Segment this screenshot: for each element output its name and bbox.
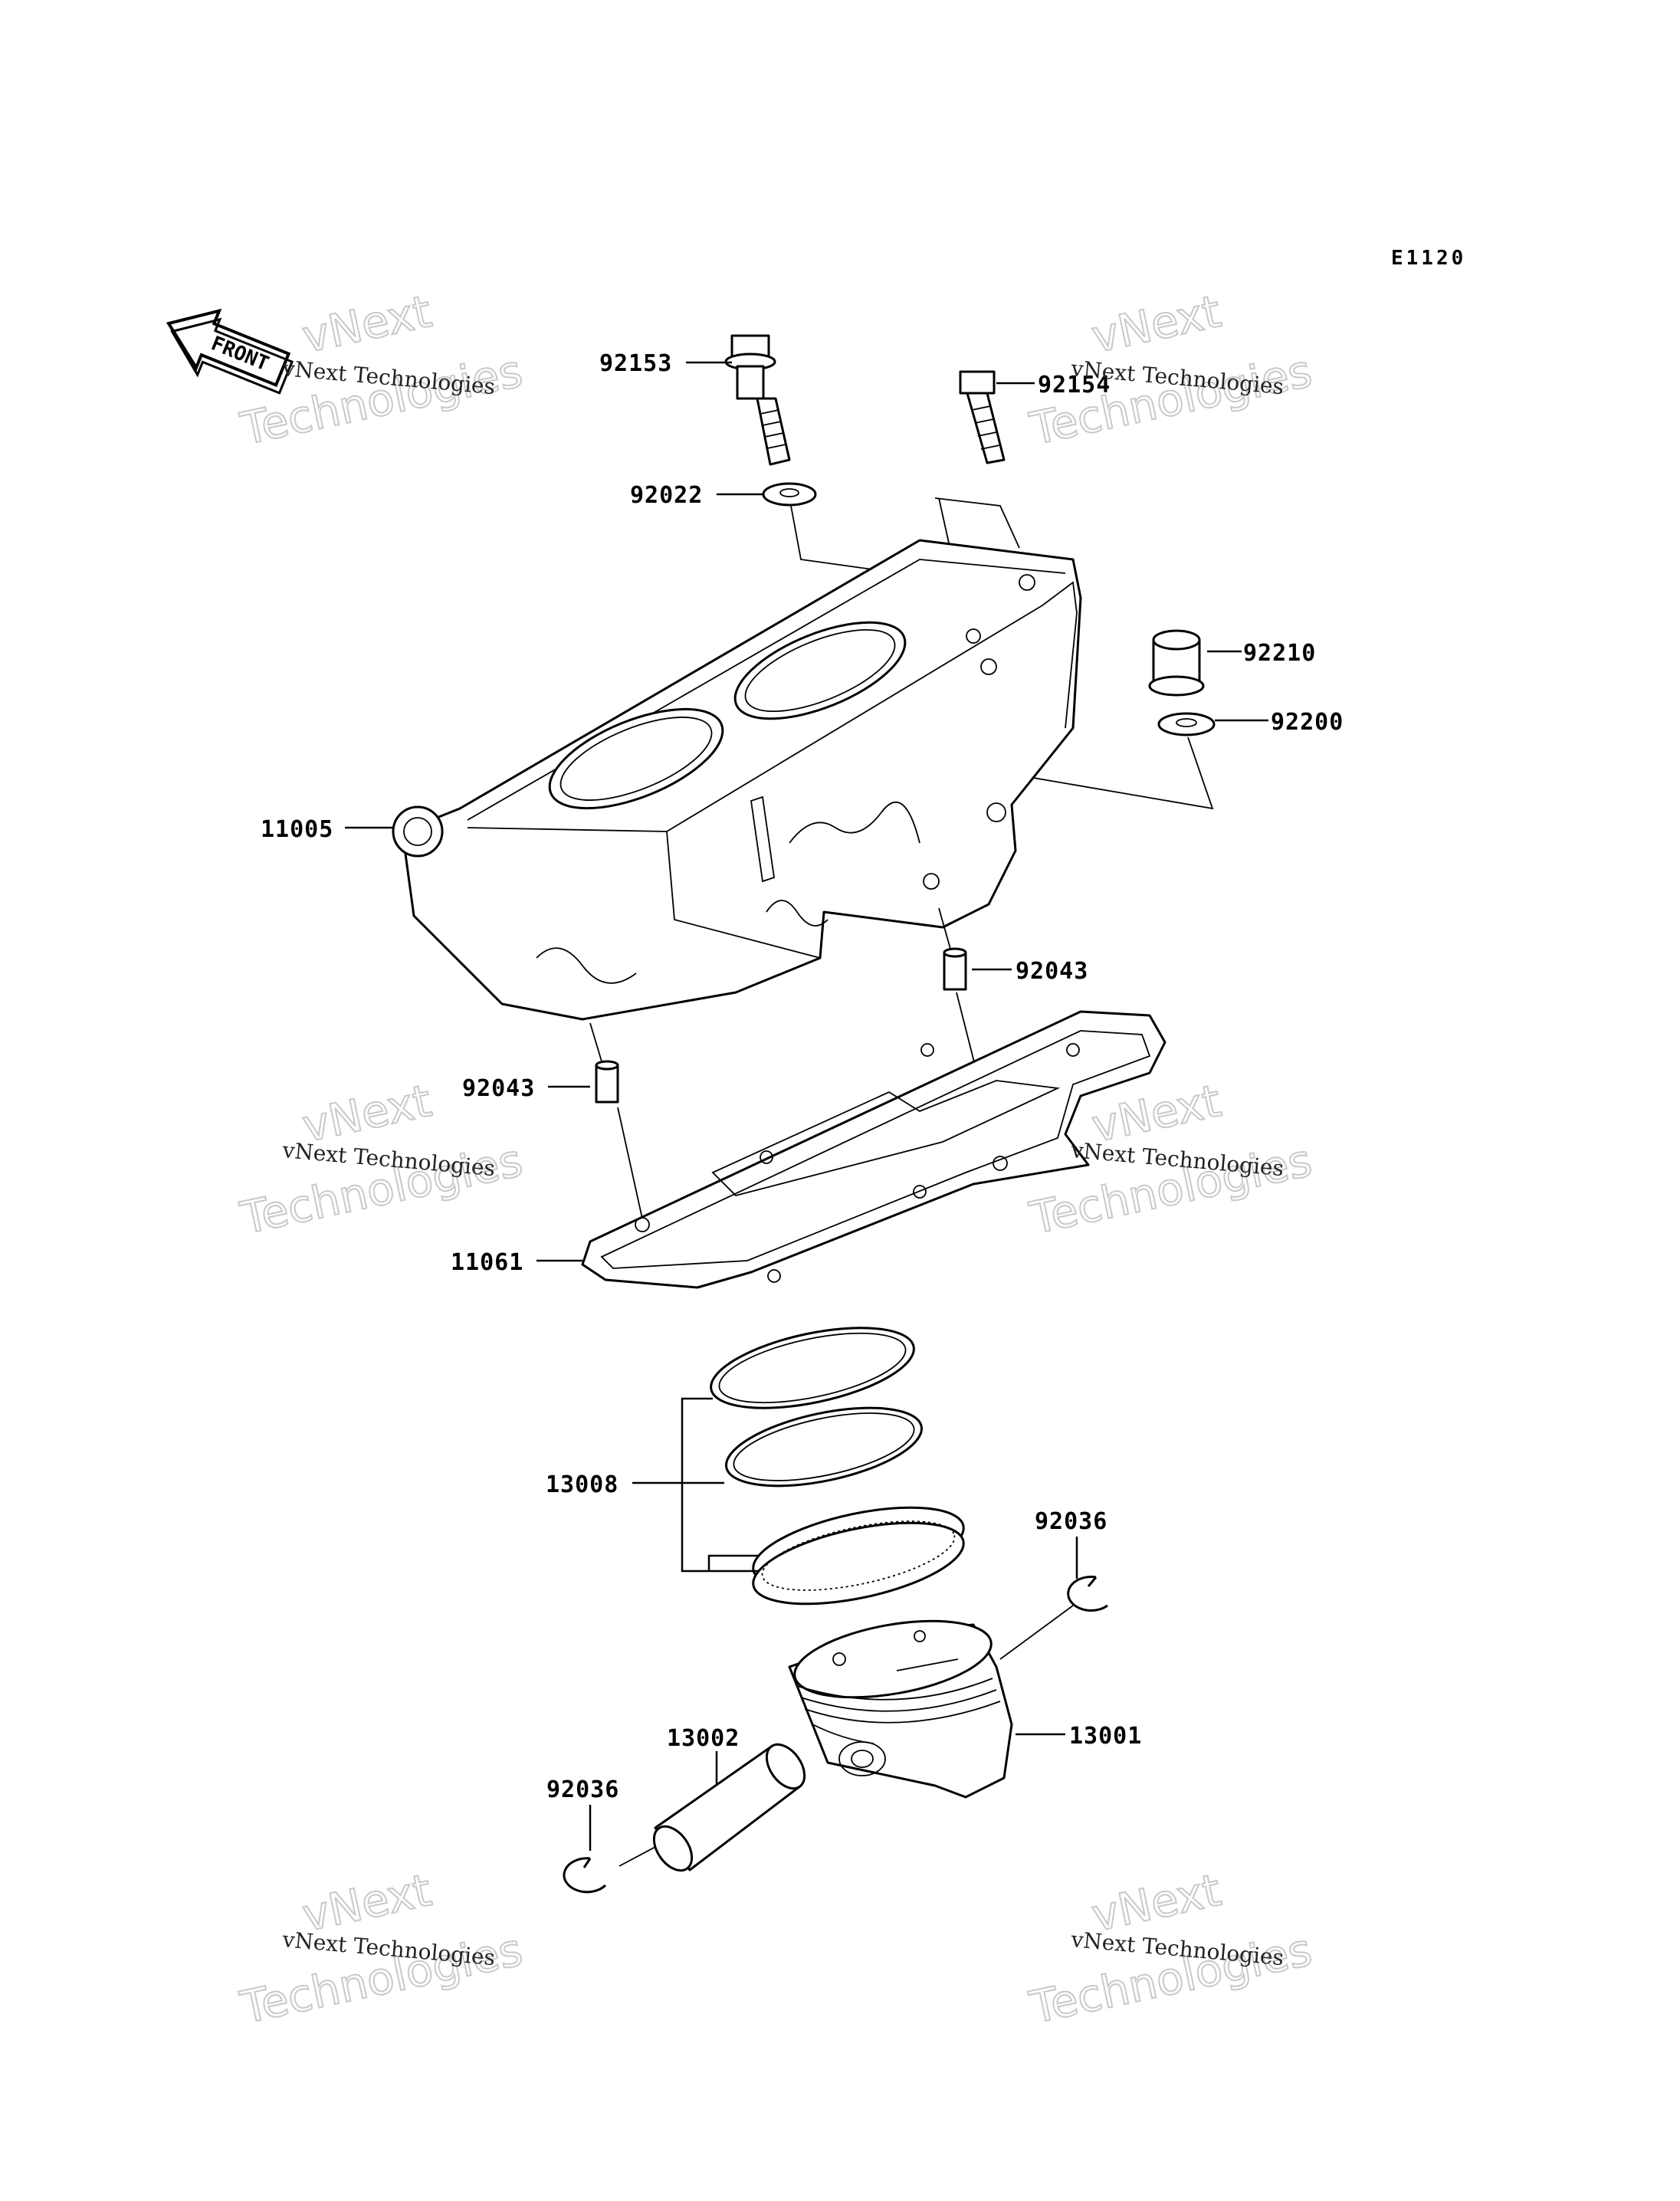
dowel-pin-92043-left [595,1060,619,1104]
label-92210: 92210 [1243,640,1316,667]
diagram-code: E1120 [1391,247,1466,270]
bolt-92153 [724,334,791,466]
label-92200: 92200 [1271,709,1344,736]
gasket-11061 [581,1010,1166,1289]
washer-92200 [1157,712,1216,736]
circlip-92036-right [1067,1576,1108,1612]
label-92043-left: 92043 [462,1075,535,1102]
label-92043-right: 92043 [1016,958,1088,985]
svg-text:vNext: vNext [298,285,436,363]
label-11005: 11005 [261,816,333,843]
label-92036-left: 92036 [546,1776,619,1803]
label-13002: 13002 [667,1725,740,1752]
dowel-pin-92043-right [943,947,967,991]
piston-13001 [788,1619,1013,1799]
bolt-92154 [959,370,1006,464]
collar-92210 [1148,629,1205,697]
watermark-bottom-left: vNext Technologies vNext Technologies [235,1863,528,2035]
cylinder-block-11005 [392,539,1082,1021]
piston-rings-13008 [710,1327,965,1606]
watermark-top-right: vNext Technologies vNext Technologies [1025,284,1317,456]
washer-92022 [762,482,817,507]
label-92154: 92154 [1038,372,1111,399]
label-92022: 92022 [630,482,703,509]
label-92036-right: 92036 [1035,1508,1107,1535]
circlip-92036-left [563,1857,607,1894]
label-13008: 13008 [546,1471,619,1498]
svg-text:vNext: vNext [1088,285,1226,363]
svg-text:Technologies: Technologies [1025,345,1317,455]
label-11061: 11061 [451,1249,523,1276]
front-arrow-icon: FRONT [166,308,294,395]
watermark-bottom-right: vNext Technologies vNext Technologies [1025,1863,1317,2035]
piston-pin-13002 [652,1743,806,1872]
label-92153: 92153 [599,350,672,377]
label-13001: 13001 [1069,1723,1142,1750]
